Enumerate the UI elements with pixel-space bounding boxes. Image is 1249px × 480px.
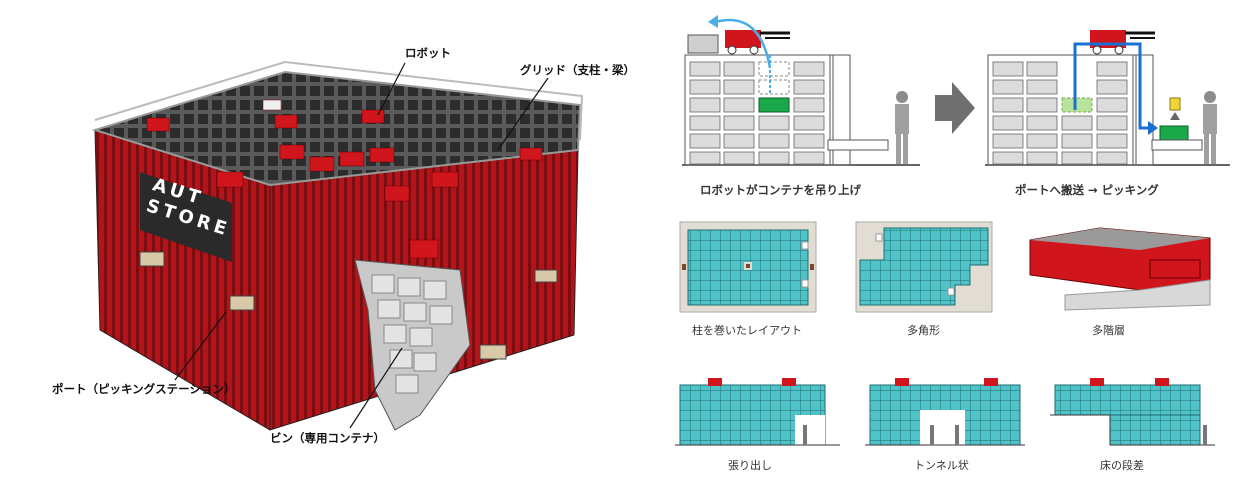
layout-variations: 柱を巻いたレイアウト 多角形 多階層 張り出し トンネル状 床の段差 [670,210,1249,480]
layout-caption-floor-step: 床の段差 [1100,459,1144,472]
layout-caption-overhang: 張り出し [728,459,772,472]
callout-bin: ビン（専用コンテナ） [270,431,385,445]
layout-caption-multi-level: 多階層 [1092,324,1125,337]
layout-caption-polygon: 多角形 [907,324,940,337]
callout-robot: ロボット [405,46,451,60]
callout-port: ポート（ピッキングステーション） [52,382,236,396]
process-drawing [682,15,1230,166]
process-step2-caption: ポートへ搬送 → ピッキング [1015,183,1159,197]
autostore-cube-drawing [91,60,584,431]
layout-drawings [675,221,1215,446]
process-step1-caption: ロボットがコンテナを吊り上げ [700,183,861,197]
process-diagrams: ロボットがコンテナを吊り上げ ポートへ搬送 → ピッキング [670,0,1249,210]
layout-caption-around-pillar: 柱を巻いたレイアウト [692,324,802,337]
callout-grid: グリッド（支柱・梁） [520,63,635,77]
layout-caption-tunnel: トンネル状 [914,459,969,472]
